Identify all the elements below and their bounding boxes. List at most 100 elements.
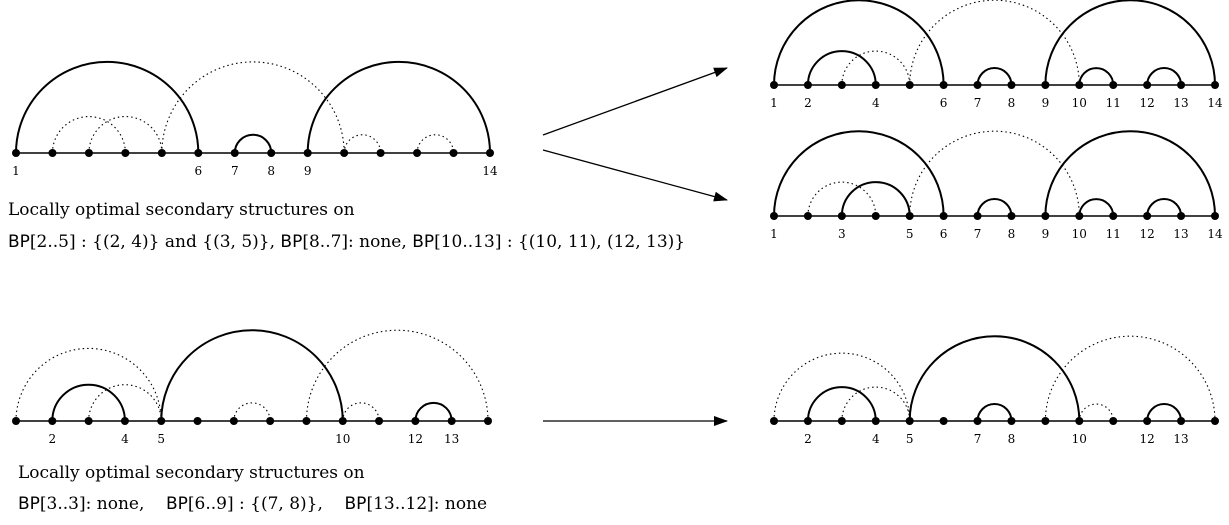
position-label-9: 9 <box>1042 227 1050 241</box>
bp-symbol: BP <box>8 232 30 252</box>
position-dot-3 <box>84 149 93 157</box>
bp-range-13-12: [13..12]: none <box>366 494 488 514</box>
position-dot-1 <box>770 417 778 425</box>
bp-symbol: BP <box>165 494 188 514</box>
position-dot-9 <box>302 417 311 425</box>
position-label-7: 7 <box>974 96 982 110</box>
position-dot-4 <box>120 417 129 425</box>
position-label-5: 5 <box>906 227 914 241</box>
position-dot-7 <box>973 417 982 425</box>
solid-arc-12-13 <box>1146 198 1183 217</box>
position-dot-12 <box>1143 212 1152 220</box>
position-label-9: 9 <box>1042 96 1050 110</box>
position-dot-14 <box>1211 81 1219 89</box>
bp-range-2-5: [2..5] : {(2, 4)} and {(3, 5)}, <box>29 232 276 252</box>
bp-range-6-9: [6..9] : {(7, 8)}, <box>187 494 323 514</box>
position-label-11: 11 <box>1106 227 1121 241</box>
solid-arc-9-14 <box>1044 130 1216 217</box>
position-dot-7 <box>973 212 982 220</box>
position-label-13: 13 <box>1173 432 1188 446</box>
arrow-to-top-right-b <box>542 149 728 202</box>
position-dot-5 <box>157 417 166 425</box>
position-dot-14 <box>1211 417 1219 425</box>
solid-arc-7-8 <box>976 403 1013 422</box>
arrow-to-top-right-a <box>542 67 728 136</box>
position-dot-1 <box>770 81 778 89</box>
dotted-arc-10-11 <box>1078 403 1114 422</box>
position-label-2: 2 <box>48 432 56 446</box>
position-label-8: 8 <box>1008 96 1016 110</box>
position-dot-5 <box>905 212 914 220</box>
position-label-5: 5 <box>906 432 914 446</box>
solid-arc-2-4 <box>806 50 877 86</box>
solid-arc-7-8 <box>233 133 273 154</box>
position-label-7: 7 <box>974 432 982 446</box>
position-dot-4 <box>871 417 880 425</box>
position-dot-8 <box>1007 417 1016 425</box>
position-dot-7 <box>229 417 238 425</box>
position-dot-10 <box>1075 212 1084 220</box>
position-label-3: 3 <box>838 227 846 241</box>
position-label-6: 6 <box>940 227 948 241</box>
position-dot-9 <box>1041 81 1050 89</box>
position-dot-3 <box>837 81 846 89</box>
position-dot-9 <box>1041 212 1050 220</box>
top-caption-line1: Locally optimal secondary structures on <box>8 200 355 220</box>
position-dot-12 <box>1143 417 1152 425</box>
position-label-5: 5 <box>157 432 165 446</box>
dotted-arc-12-13 <box>416 134 455 154</box>
position-dot-14 <box>484 417 492 425</box>
dotted-arc-9-14 <box>305 329 489 422</box>
position-label-6: 6 <box>940 96 948 110</box>
solid-arc-12-13 <box>1146 67 1183 86</box>
position-dot-14 <box>1211 212 1219 220</box>
dotted-arc-5-10 <box>909 0 1080 86</box>
position-label-14: 14 <box>1207 96 1223 110</box>
bp-symbol: BP <box>412 232 435 252</box>
position-dot-2 <box>803 212 812 220</box>
position-dot-6 <box>193 417 202 425</box>
solid-arc-2-4 <box>806 386 877 422</box>
position-dot-6 <box>194 149 203 157</box>
solid-arc-7-8 <box>976 198 1013 217</box>
position-dot-3 <box>837 212 846 220</box>
position-label-10: 10 <box>1072 227 1087 241</box>
dotted-arc-9-14 <box>1044 335 1216 422</box>
bottom-caption-line1: Locally optimal secondary structures on <box>18 463 365 483</box>
position-dot-12 <box>1143 81 1152 89</box>
position-dot-13 <box>449 149 458 157</box>
position-dot-11 <box>375 417 384 425</box>
solid-arc-5-10 <box>160 329 344 422</box>
position-label-14: 14 <box>1207 227 1223 241</box>
position-label-12: 12 <box>1140 96 1155 110</box>
position-dot-7 <box>973 81 982 89</box>
position-label-1: 1 <box>770 96 778 110</box>
solid-arc-1-6 <box>773 130 945 217</box>
position-dot-2 <box>48 417 57 425</box>
solid-arc-1-6 <box>15 60 200 154</box>
position-label-8: 8 <box>1008 432 1016 446</box>
bottom-caption-line2: BP[3..3]: none, BP[6..9] : {(7, 8)}, BP[… <box>18 494 487 514</box>
position-label-10: 10 <box>1072 432 1087 446</box>
solid-arc-10-11 <box>1078 67 1115 86</box>
position-dot-11 <box>1109 81 1118 89</box>
dotted-arc-1-5 <box>15 347 162 422</box>
solid-arc-10-11 <box>1078 198 1115 217</box>
transition-arrows <box>542 67 728 426</box>
position-dot-6 <box>939 212 948 220</box>
position-dot-9 <box>1041 417 1050 425</box>
position-label-4: 4 <box>872 432 880 446</box>
position-label-8: 8 <box>1008 227 1016 241</box>
solid-arc-12-13 <box>414 402 453 422</box>
position-dot-10 <box>1075 417 1084 425</box>
position-dot-13 <box>1177 212 1186 220</box>
solid-arc-2-4 <box>51 383 126 422</box>
position-dot-10 <box>338 417 347 425</box>
position-dot-4 <box>871 81 880 89</box>
position-label-9: 9 <box>304 164 312 178</box>
position-dot-13 <box>1177 417 1186 425</box>
position-dot-5 <box>905 417 914 425</box>
position-dot-11 <box>376 149 385 157</box>
position-label-10: 10 <box>335 432 350 446</box>
